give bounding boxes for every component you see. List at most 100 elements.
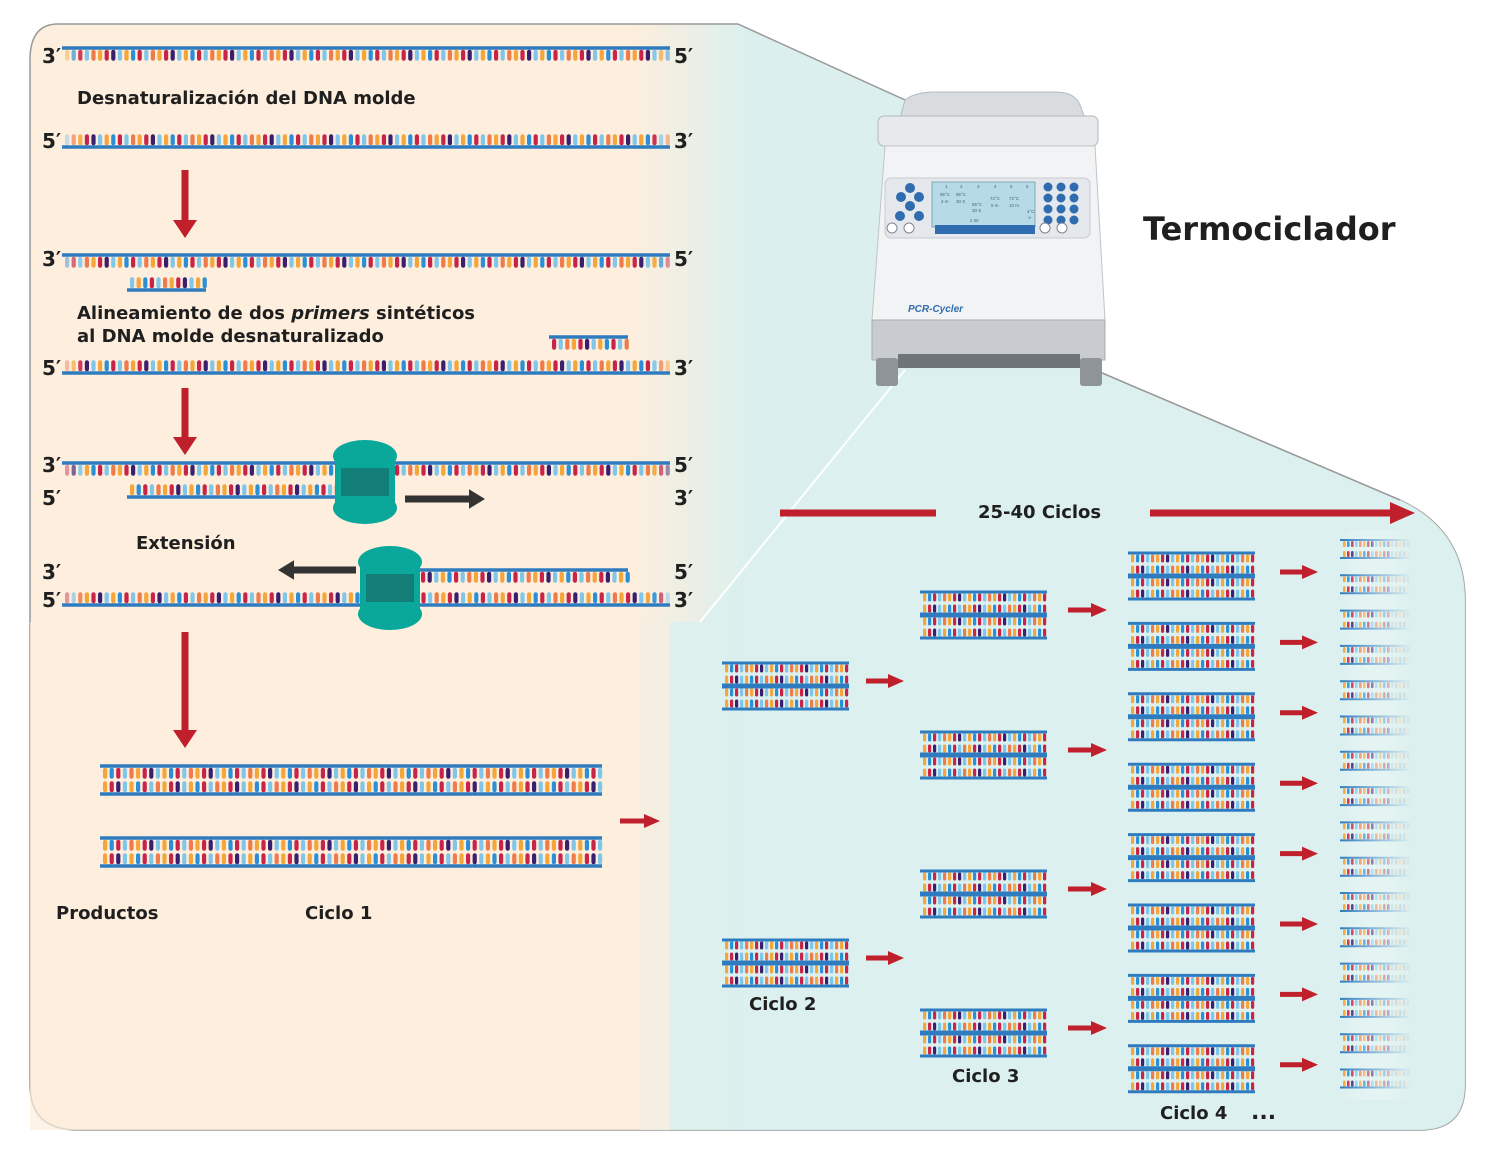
base [282, 256, 287, 268]
base [770, 664, 774, 673]
base [1156, 1082, 1160, 1091]
duplex-strand-top [722, 661, 849, 673]
base [810, 699, 814, 708]
base [1206, 1082, 1210, 1091]
base [375, 360, 380, 372]
product-duplex-1 [100, 764, 603, 796]
base [1136, 554, 1140, 563]
base [281, 781, 286, 793]
base [367, 781, 372, 793]
base [1171, 836, 1175, 845]
base [335, 49, 340, 61]
base [1221, 1058, 1225, 1067]
base [1251, 836, 1255, 845]
base [1191, 1058, 1195, 1067]
base [1246, 1071, 1250, 1080]
base [1196, 578, 1200, 587]
base [993, 1046, 997, 1055]
base [309, 464, 314, 476]
key-right-0-2 [1069, 182, 1079, 192]
machine-foot-right [1080, 358, 1102, 386]
base [472, 853, 477, 865]
base [612, 256, 617, 268]
base [1201, 860, 1205, 869]
base [507, 49, 512, 61]
base [467, 49, 472, 61]
base [1236, 719, 1240, 728]
base [1018, 1022, 1022, 1031]
base [137, 49, 142, 61]
base [254, 853, 259, 865]
base [1241, 1071, 1245, 1080]
base [169, 839, 174, 851]
base [1181, 836, 1185, 845]
base [1033, 1035, 1037, 1044]
base [948, 628, 952, 637]
base [1151, 776, 1155, 785]
base [750, 675, 754, 684]
base [978, 593, 982, 602]
cycle2-duplex-a-1 [722, 938, 849, 964]
base [454, 464, 459, 476]
base [928, 883, 932, 892]
base [1236, 659, 1240, 668]
base [1246, 578, 1250, 587]
base [606, 464, 611, 476]
base [222, 484, 227, 496]
base [963, 907, 967, 916]
base [1201, 941, 1205, 950]
base [117, 592, 122, 604]
base [538, 839, 543, 851]
base [840, 976, 844, 985]
base [122, 781, 127, 793]
base [274, 767, 279, 779]
base [1146, 635, 1150, 644]
base [380, 781, 385, 793]
base [820, 965, 824, 974]
base [1166, 1082, 1170, 1091]
base [1146, 1058, 1150, 1067]
base [1136, 789, 1140, 798]
base [314, 853, 319, 865]
base [84, 134, 89, 146]
base [546, 592, 551, 604]
base [599, 571, 604, 583]
base [1151, 836, 1155, 845]
base [340, 853, 345, 865]
base [1166, 976, 1170, 985]
base [933, 628, 937, 637]
base [111, 134, 116, 146]
base [1176, 554, 1180, 563]
base [1216, 695, 1220, 704]
base [1156, 706, 1160, 715]
ann-strand-bottom [62, 360, 670, 375]
base [263, 49, 268, 61]
base [1206, 765, 1210, 774]
base [998, 1035, 1002, 1044]
base [599, 464, 604, 476]
base [408, 256, 413, 268]
base [998, 733, 1002, 742]
base [433, 839, 438, 851]
base [1206, 836, 1210, 845]
base [84, 256, 89, 268]
base [1151, 554, 1155, 563]
base [202, 781, 207, 793]
base [1181, 987, 1185, 996]
polymerase-a [333, 440, 397, 524]
base [289, 49, 294, 61]
base [1251, 1082, 1255, 1091]
base [1251, 578, 1255, 587]
base [1216, 578, 1220, 587]
duplex-strand-bottom [1128, 800, 1255, 812]
base [565, 338, 570, 350]
base [328, 484, 333, 496]
base [558, 781, 563, 793]
base [1211, 1000, 1215, 1009]
base [1146, 730, 1150, 739]
base [487, 571, 492, 583]
base [983, 733, 987, 742]
base [1216, 941, 1220, 950]
base [1196, 1047, 1200, 1056]
base [1033, 907, 1037, 916]
